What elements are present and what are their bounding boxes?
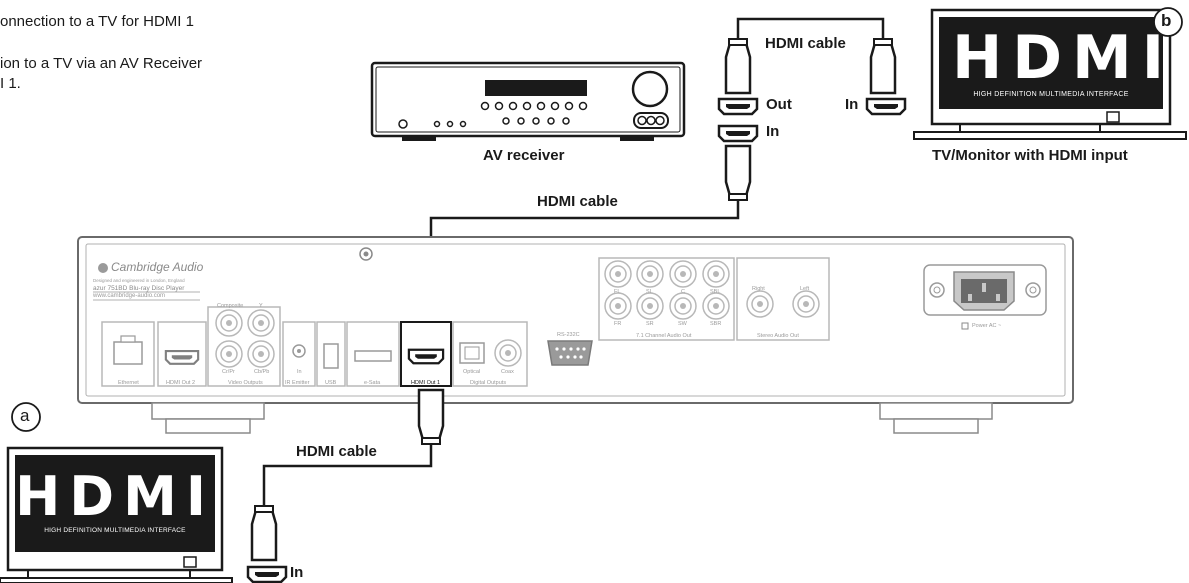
port-label-c: C	[681, 289, 685, 295]
hdmi-plug	[724, 144, 752, 202]
port-label-left: Left	[800, 286, 810, 292]
port-label-composite: Composite	[217, 303, 244, 309]
marker-b: b	[1161, 11, 1172, 30]
port-label-esata: e-Sata	[364, 380, 381, 386]
ethernet-port	[113, 341, 143, 365]
port-label-sbr: SBR	[710, 321, 722, 327]
port-label-ir-emitter: IR Emitter	[285, 380, 310, 386]
brand-logo-text: Cambridge Audio	[111, 260, 204, 274]
brand-tagline: Designed and engineered in London, Engla…	[93, 278, 185, 283]
port-label-y: Y	[259, 303, 263, 309]
avr-hdmi-out-socket	[717, 97, 759, 116]
marker-a: a	[20, 406, 30, 425]
marker-b-circle	[1153, 7, 1183, 37]
hdmi-plug	[417, 388, 445, 446]
hdmi-plug	[869, 37, 897, 95]
hdmi-cable-avr-to-tv	[736, 17, 885, 40]
port-label-sbl: SBL	[710, 289, 721, 295]
port-label-fr: FR	[614, 321, 622, 327]
port-label-usb: USB	[325, 380, 337, 386]
model-label: azur 751BD Blu-ray Disc Player	[93, 285, 185, 292]
av-receiver	[370, 61, 686, 141]
hdmi-out-1-port	[407, 348, 445, 365]
tv-a-hdmi-in-socket	[246, 565, 288, 583]
tv-monitor-b	[913, 8, 1187, 140]
hdmi-cable-label-top: HDMI cable	[765, 35, 846, 52]
tv-a-in-label: In	[290, 564, 304, 581]
port-label-right: Right	[752, 286, 765, 292]
hdmi-logo-b-tagline: HIGH DEFINITION MULTIMEDIA INTERFACE	[973, 91, 1129, 98]
usb-port	[323, 343, 339, 369]
port-label-optical: Optical	[463, 369, 481, 375]
port-label-video-outputs: Video Outputs	[228, 380, 263, 386]
port-label-fl: FL	[614, 289, 621, 295]
intro-line-2: ion to a TV via an AV Receiver	[0, 55, 203, 72]
tv-b-in-label: In	[845, 96, 859, 113]
avr-hdmi-in-socket	[717, 124, 759, 143]
intro-line-1: onnection to a TV for HDMI 1	[0, 13, 194, 30]
tv-b-hdmi-in-socket	[865, 97, 907, 116]
tv-monitor-a	[0, 446, 233, 583]
port-label-hdmi-out-1: HDMI Out 1	[411, 380, 441, 386]
hdmi-plug	[250, 504, 278, 562]
port-label-sl: SL	[646, 289, 653, 295]
port-label-rs232c: RS-232C	[557, 332, 580, 338]
avr-label: AV receiver	[483, 147, 565, 164]
tv-b-label: TV/Monitor with HDMI input	[932, 147, 1128, 164]
hdmi-logo-a: HDMI	[15, 465, 215, 528]
esata-port	[354, 350, 392, 362]
rs232c-port	[547, 340, 593, 366]
intro-line-3: I 1.	[0, 75, 21, 92]
port-label-coax: Coax	[501, 369, 514, 375]
hdmi-cable-label-middle: HDMI cable	[537, 193, 618, 210]
blu-ray-player-rear	[77, 236, 1074, 434]
port-label-sr: SR	[646, 321, 654, 327]
port-label-cr-pr: Cr/Pr	[222, 369, 235, 375]
hdmi-out-2-port	[164, 349, 200, 365]
hdmi-logo-a-tagline: HIGH DEFINITION MULTIMEDIA INTERFACE	[44, 527, 186, 534]
port-label-cb-pb: Cb/Pb	[254, 369, 270, 375]
hdmi-cable-player-to-avr	[429, 200, 740, 240]
volume-knob	[631, 70, 669, 108]
port-label-ethernet: Ethernet	[118, 380, 139, 386]
display-window	[485, 80, 587, 96]
hdmi-cable-player-to-tv	[262, 444, 433, 506]
hdmi-cable-label-bottom: HDMI cable	[296, 443, 377, 460]
avr-in-label: In	[766, 123, 780, 140]
avr-out-label: Out	[766, 96, 792, 113]
port-label-power-ac: Power AC ~	[972, 323, 1002, 329]
port-label-sw: SW	[678, 321, 687, 327]
port-label-hdmi-out-2: HDMI Out 2	[166, 380, 196, 386]
port-label-stereo-audio-out: Stereo Audio Out	[757, 333, 799, 339]
port-label-ir-in: In	[297, 369, 302, 375]
port-label-digital-outputs: Digital Outputs	[470, 380, 507, 386]
hdmi-plug	[724, 37, 752, 95]
marker-a-circle	[11, 402, 41, 432]
website-url: www.cambridge-audio.com	[93, 293, 166, 299]
port-label-7-1-channel: 7.1 Channel Audio Out	[636, 333, 692, 339]
hdmi-logo-b: HDMI	[952, 23, 1175, 93]
